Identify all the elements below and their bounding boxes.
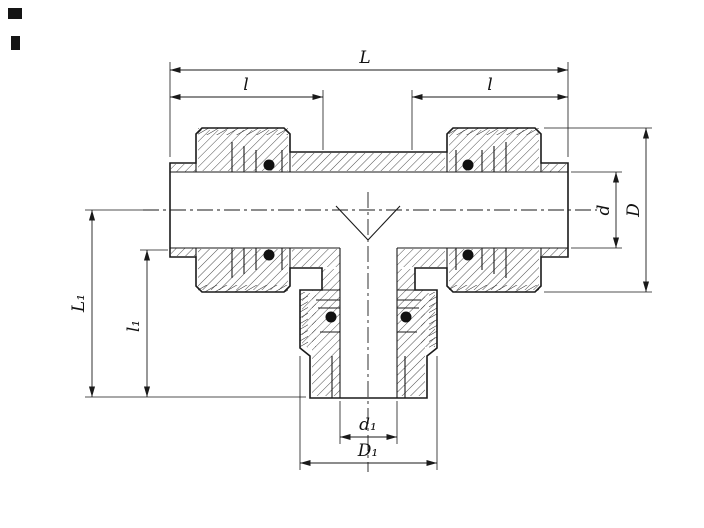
- o-ring: [400, 311, 412, 323]
- scan-artifact-marks: [8, 8, 22, 50]
- o-ring: [462, 159, 474, 171]
- dimension-branch-insertion-l1: l₁: [124, 249, 168, 397]
- dimension-insertion-left-l: l: [170, 75, 324, 150]
- dim-label-d1: d₁: [359, 415, 377, 435]
- dim-label-L: L: [358, 48, 370, 68]
- dimension-branch-bore-d1: d₁: [339, 401, 398, 444]
- scan-artifact: [11, 36, 20, 50]
- dim-label-L1: L₁: [69, 294, 89, 313]
- dim-label-D: D: [624, 203, 644, 218]
- centerlines: [143, 192, 597, 472]
- dim-label-l-left: l: [243, 75, 248, 95]
- dimension-branch-height-L1: L₁: [69, 209, 306, 398]
- dim-label-l1: l₁: [124, 320, 144, 332]
- o-ring: [263, 159, 275, 171]
- dimension-insertion-right-l: l: [411, 75, 568, 150]
- dimension-overall-length-L: L: [169, 48, 569, 157]
- dimension-branch-outer-D1: D₁: [299, 356, 438, 470]
- o-ring: [325, 311, 337, 323]
- inlet-cone-lines: [335, 205, 401, 241]
- knurled-edges: [198, 128, 539, 348]
- dim-label-D1: D₁: [357, 441, 378, 461]
- section-hatching: [171, 130, 567, 396]
- dim-label-l-right: l: [487, 75, 492, 95]
- scan-artifact: [8, 8, 22, 19]
- o-ring-seals: [263, 159, 474, 323]
- dim-label-d: d: [594, 204, 614, 215]
- fitting-internal-lines: [170, 142, 568, 398]
- dimension-outer-D: D: [544, 127, 652, 293]
- dimension-bore-d: d: [571, 171, 622, 249]
- o-ring: [462, 249, 474, 261]
- o-ring: [263, 249, 275, 261]
